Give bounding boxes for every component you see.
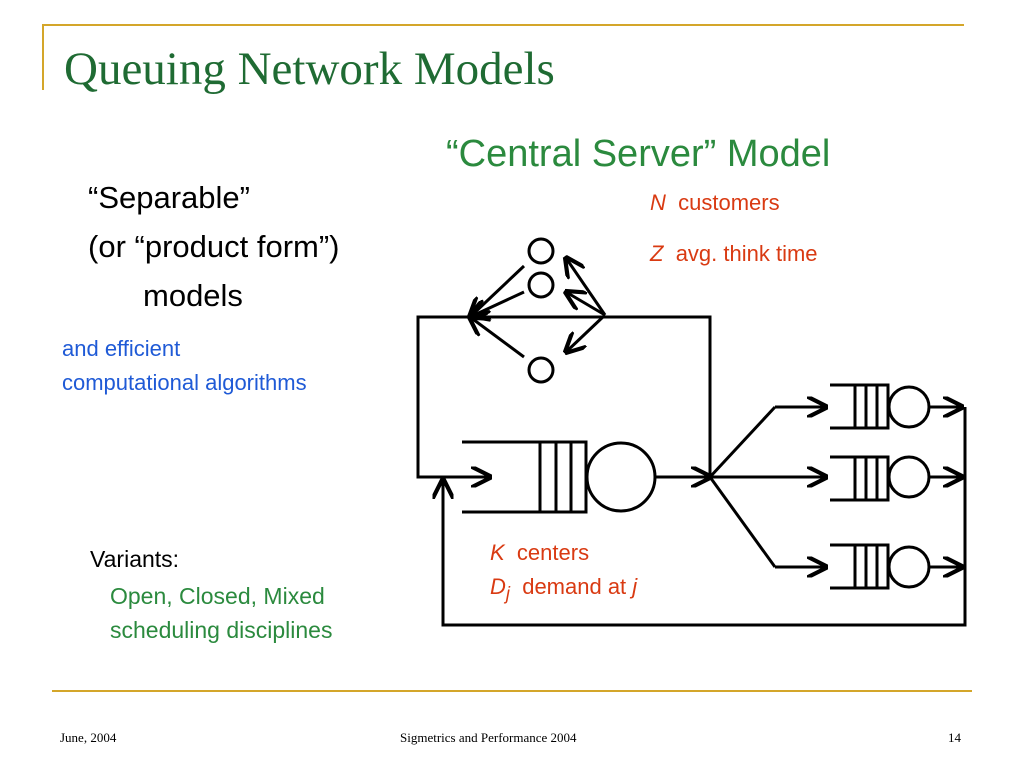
d-symbol: D <box>490 574 506 599</box>
branch-top <box>708 405 777 479</box>
z-think-label: Z avg. think time <box>650 241 818 267</box>
feedback-loop-line <box>416 315 712 477</box>
z-text: avg. think time <box>675 241 818 266</box>
k-centers-label: K centers <box>490 540 589 566</box>
branch-bot <box>708 476 777 568</box>
device-3-server-icon <box>887 545 931 589</box>
left-rule <box>42 24 44 90</box>
z-symbol: Z <box>650 241 664 266</box>
device-1-server-icon <box>887 385 931 429</box>
fan-out-arrow-mid <box>470 290 525 317</box>
d-subscript: j <box>505 582 510 604</box>
product-form-line: (or “product form”) <box>88 229 340 264</box>
top-rule <box>42 24 964 26</box>
device-3-queue <box>830 543 890 590</box>
n-customers-label: N customers <box>650 190 780 216</box>
fan-in-arrow-bot <box>566 313 607 352</box>
device-2-queue <box>830 455 890 502</box>
n-text: customers <box>678 190 780 215</box>
efficient-line: and efficient <box>62 336 181 361</box>
footer-date: June, 2004 <box>60 730 117 745</box>
think-server-2-icon <box>527 271 555 299</box>
diagram-subtitle: “Central Server” Model <box>446 133 831 175</box>
variants-item-scheduling: scheduling disciplines <box>110 617 333 643</box>
think-server-1-icon <box>527 237 555 265</box>
think-server-3-icon <box>527 356 555 384</box>
bottom-rule <box>52 690 972 692</box>
separable-line: “Separable” <box>88 180 250 215</box>
fan-out-arrow-top <box>470 264 526 317</box>
models-line: models <box>143 278 243 313</box>
variants-item-open-closed: Open, Closed, Mixed <box>110 583 325 609</box>
k-text: centers <box>516 540 590 565</box>
n-symbol: N <box>650 190 666 215</box>
fan-in-arrow-top <box>566 258 607 316</box>
device-2-server-icon <box>887 455 931 499</box>
slide-title: Queuing Network Models <box>64 43 555 95</box>
d-text: demand at <box>522 574 627 599</box>
device-1-queue <box>830 383 890 430</box>
k-symbol: K <box>490 540 505 565</box>
d-j: j <box>632 574 638 599</box>
algorithms-line: computational algorithms <box>62 370 307 395</box>
fan-out-arrow-bot <box>470 317 525 359</box>
return-path-line <box>443 407 967 627</box>
footer-page-number: 14 <box>948 730 961 745</box>
footer-conference: Sigmetrics and Performance 2004 <box>400 730 577 745</box>
fan-in-arrow-mid <box>566 292 606 317</box>
variants-label: Variants: <box>90 546 180 572</box>
central-server-icon <box>585 441 657 513</box>
d-demand-label: Dj demand at j <box>490 574 637 604</box>
